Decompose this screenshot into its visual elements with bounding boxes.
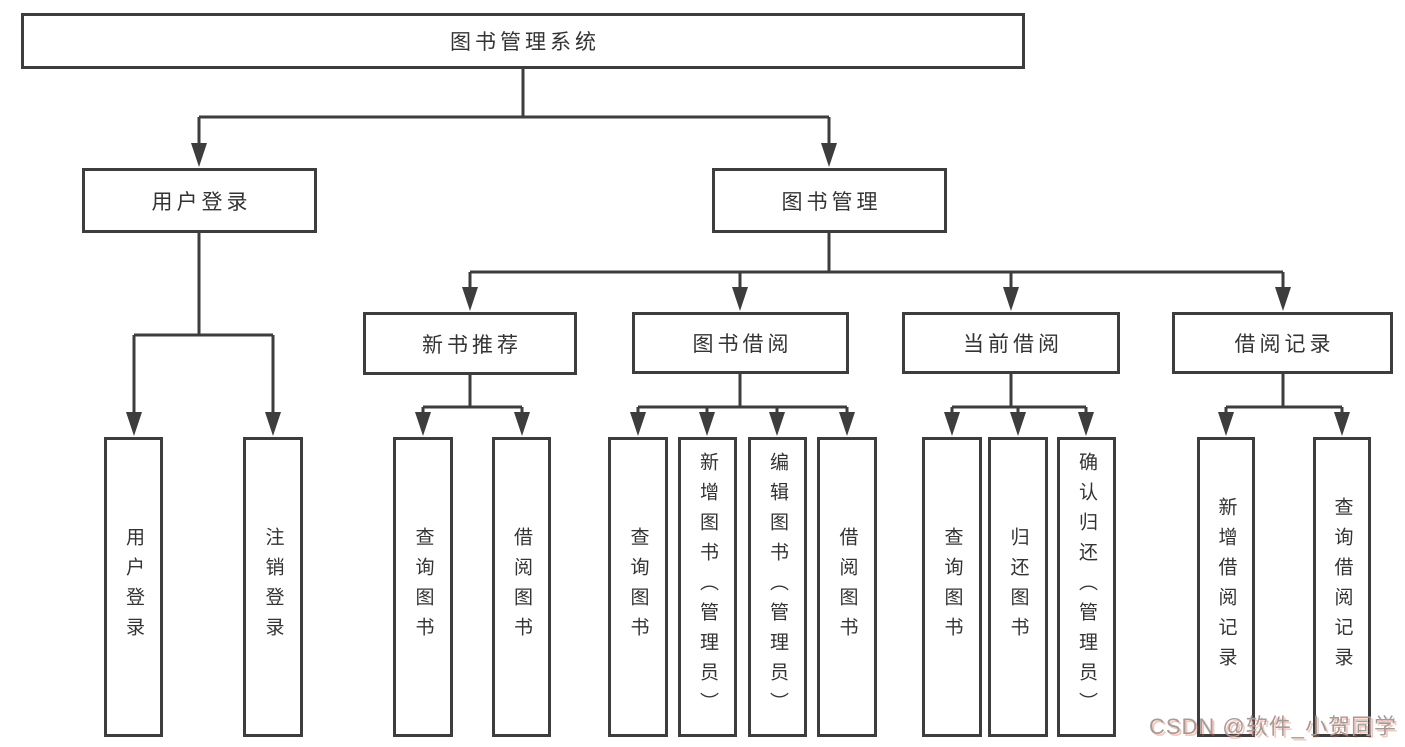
connector-records-to-leaves <box>1224 374 1344 418</box>
leaf-query-borrow-record: 查询借阅记录 <box>1313 437 1371 737</box>
arrow-icon <box>1218 412 1234 436</box>
arrow-icon <box>514 412 530 436</box>
arrow-icon <box>944 412 960 436</box>
leaf-query-books-borrow: 查询图书 <box>608 437 668 737</box>
connector-borrow-to-leaves <box>636 374 849 418</box>
connector-root-to-level2 <box>197 69 831 150</box>
node-current-borrowing: 当前借阅 <box>902 312 1120 374</box>
arrow-icon <box>630 412 646 436</box>
node-book-management: 图书管理 <box>712 168 947 233</box>
arrow-icon <box>1275 287 1291 311</box>
leaf-borrow-books-recommend: 借阅图书 <box>492 437 551 737</box>
arrow-icon <box>191 143 207 167</box>
arrow-icon <box>769 412 785 436</box>
node-book-borrowing: 图书借阅 <box>632 312 849 374</box>
node-user-login: 用户登录 <box>82 168 317 233</box>
arrow-icon <box>1010 412 1026 436</box>
connector-userlogin-to-leaves <box>132 233 275 418</box>
leaf-query-books-current: 查询图书 <box>922 437 982 737</box>
leaf-confirm-return-admin: 确认归还（管理员） <box>1057 437 1116 737</box>
leaf-return-books: 归还图书 <box>988 437 1048 737</box>
leaf-user-login: 用户登录 <box>104 437 163 737</box>
arrow-icon <box>732 287 748 311</box>
arrow-icon <box>699 412 715 436</box>
arrow-icon <box>1334 412 1350 436</box>
arrow-icon <box>265 412 281 436</box>
arrow-icon <box>462 287 478 311</box>
arrow-icon <box>839 412 855 436</box>
arrow-icon <box>821 143 837 167</box>
connector-newbooks-to-leaves <box>421 375 524 418</box>
csdn-watermark: CSDN @软件_小贺同学 <box>1148 714 1397 739</box>
leaf-logout: 注销登录 <box>243 437 303 737</box>
arrow-icon <box>126 412 142 436</box>
arrow-icon <box>1003 287 1019 311</box>
leaf-query-books-recommend: 查询图书 <box>393 437 453 737</box>
leaf-edit-books-admin: 编辑图书（管理员） <box>748 437 807 737</box>
connector-current-to-leaves <box>950 374 1088 418</box>
arrow-icon <box>415 412 431 436</box>
node-root-library-system: 图书管理系统 <box>21 13 1025 69</box>
leaf-add-books-admin: 新增图书（管理员） <box>678 437 737 737</box>
connector-bookmgmt-to-level3 <box>468 233 1285 294</box>
arrow-icon <box>1078 412 1094 436</box>
node-new-book-recommend: 新书推荐 <box>363 312 577 375</box>
leaf-borrow-books: 借阅图书 <box>817 437 877 737</box>
node-borrowing-records: 借阅记录 <box>1172 312 1393 374</box>
leaf-add-borrow-record: 新增借阅记录 <box>1197 437 1255 737</box>
